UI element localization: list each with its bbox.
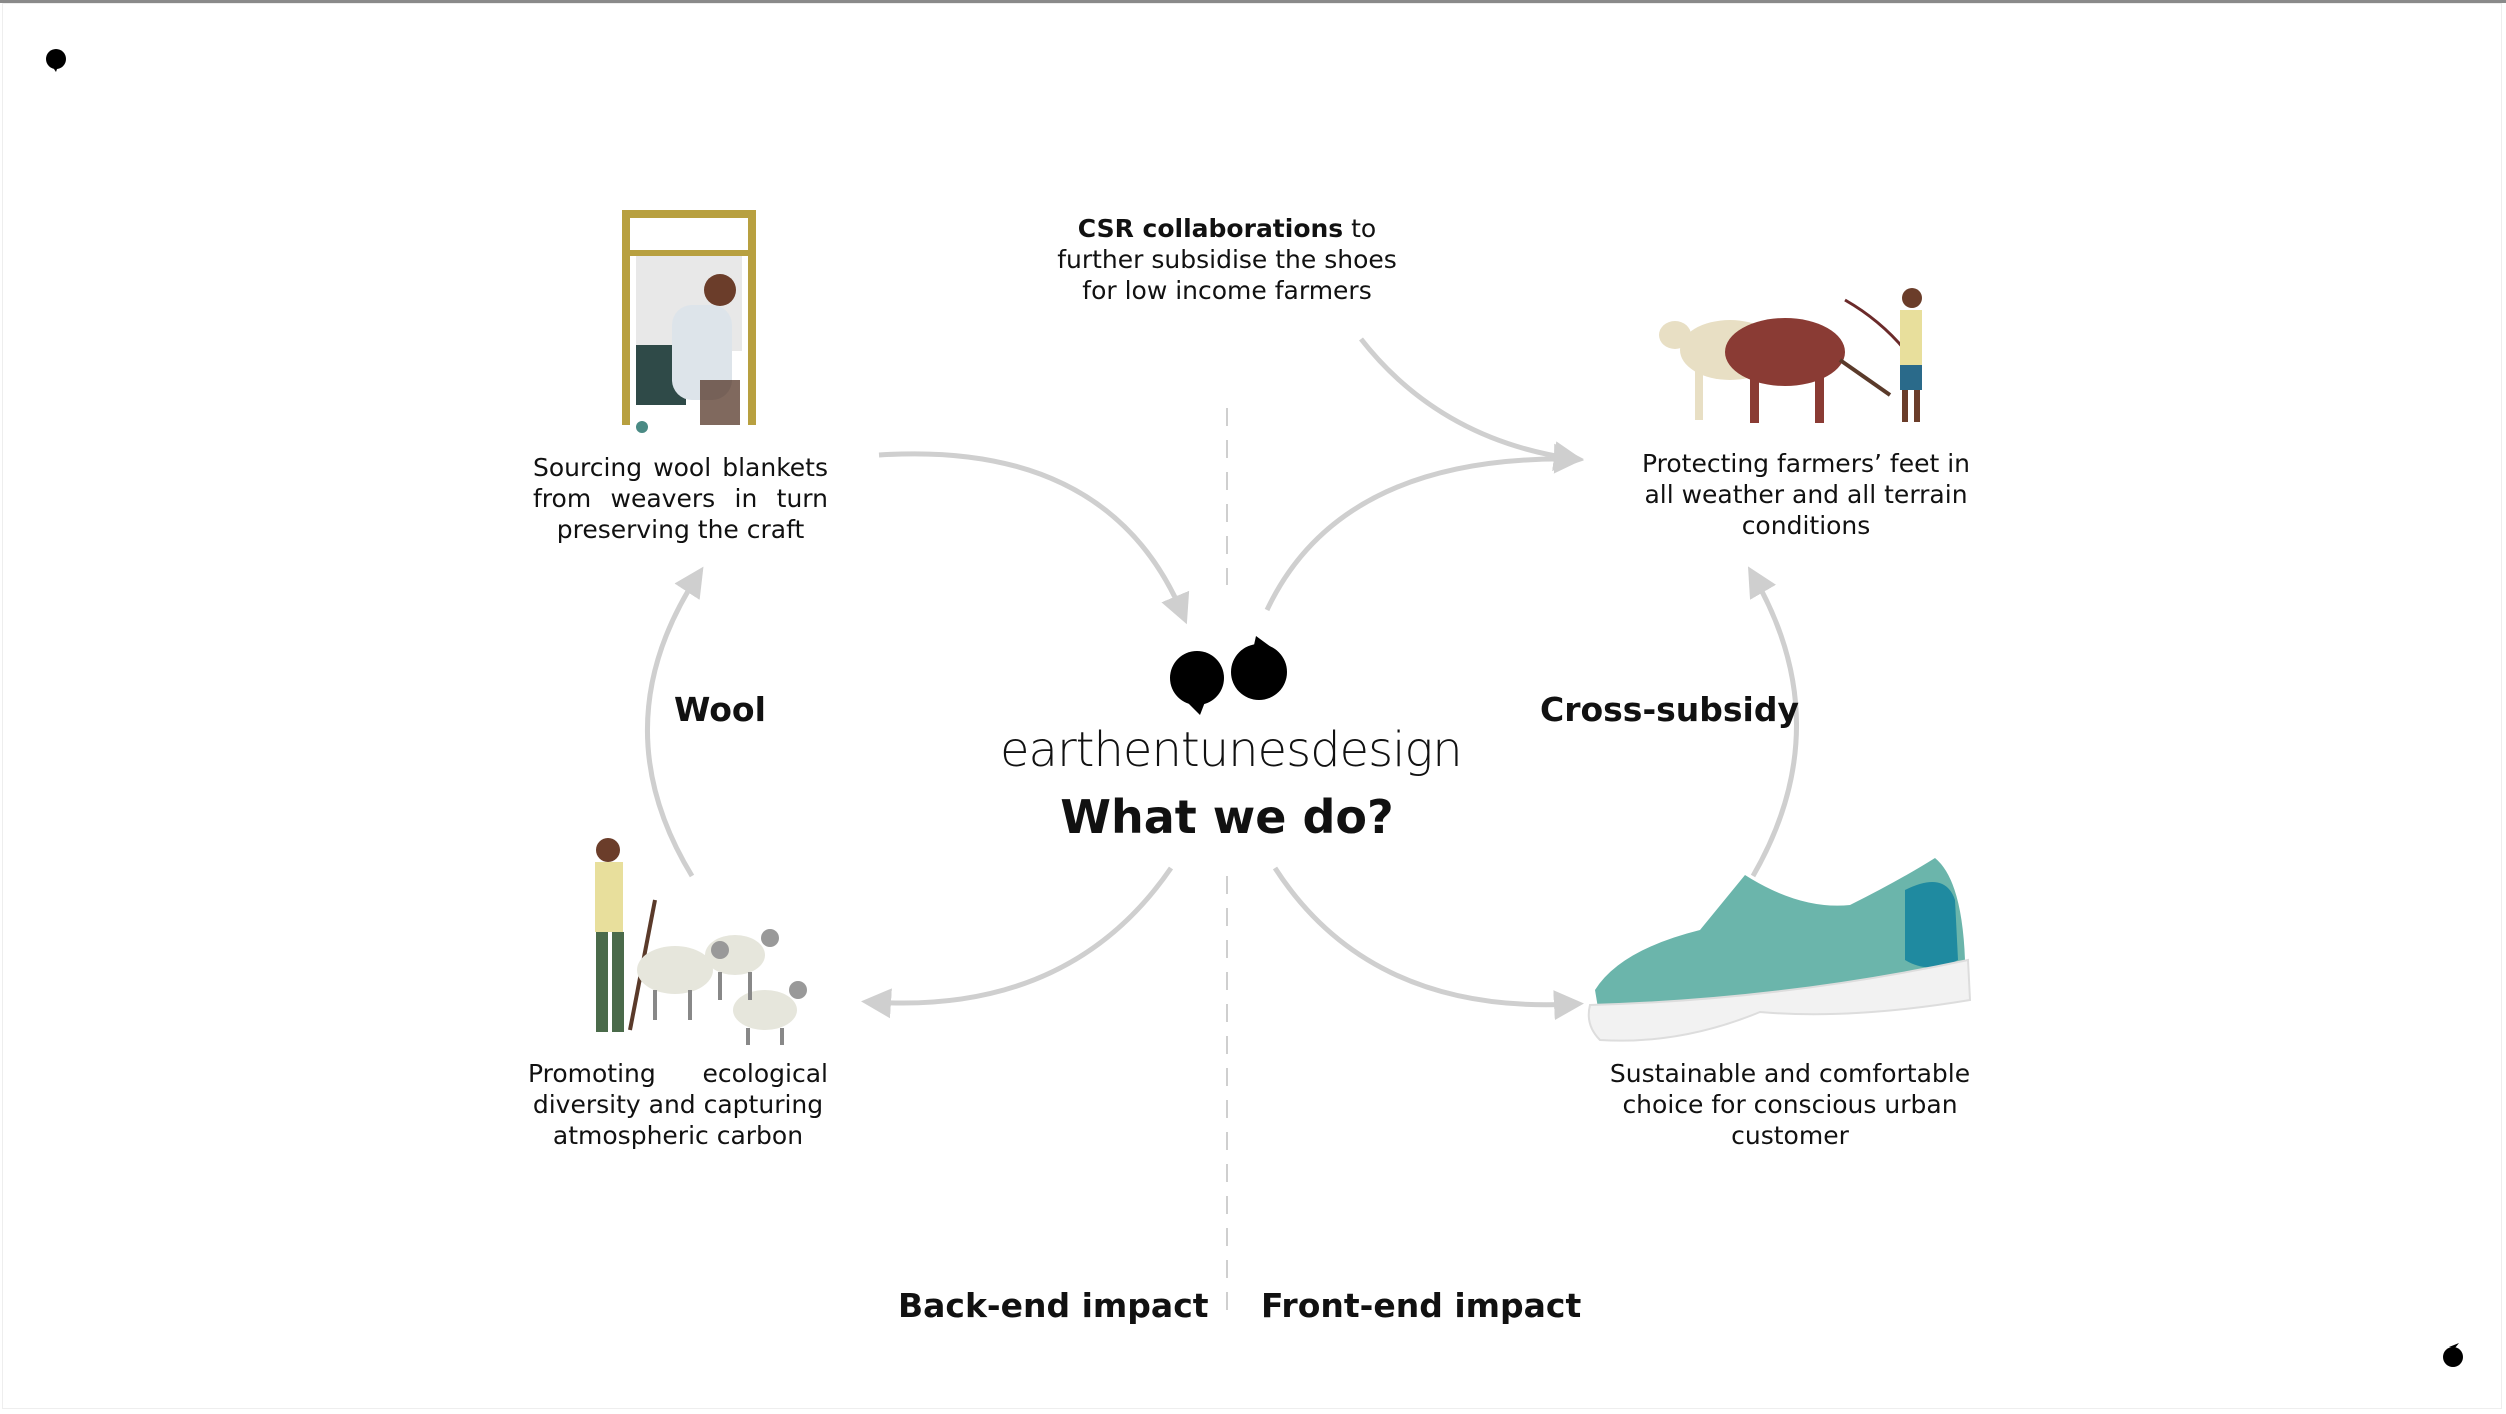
shepherd-sheep-illustration — [595, 838, 807, 1045]
weavers-text: Sourcing wool blankets from weavers in t… — [533, 453, 828, 544]
back-end-impact-label: Back-end impact — [898, 1286, 1209, 1325]
slide-frame — [2, 3, 2502, 1409]
brand-wordmark: earthentunesdesign — [1000, 722, 1463, 778]
arrow-customer-to-farmers — [1747, 566, 1799, 878]
cross-subsidy-label: Cross-subsidy — [1540, 690, 1799, 729]
corner-dot-bottom-right-icon — [2443, 1343, 2463, 1367]
arrow-center-to-farmers — [1264, 443, 1584, 612]
arrow-center-to-customer — [1272, 866, 1584, 1021]
corner-dot-top-left-icon — [46, 49, 66, 72]
wool-label: Wool — [674, 690, 766, 729]
top-border — [0, 0, 2506, 3]
csr-bold: CSR collaborations — [1077, 214, 1344, 243]
weaver-loom-illustration — [622, 210, 756, 433]
arrow-ecology-to-weavers — [644, 566, 704, 878]
ecology-text: Promoting ecological diversity and captu… — [528, 1059, 828, 1150]
ox-farmer-illustration — [1659, 288, 1922, 423]
shoe-illustration — [1587, 858, 1972, 1042]
farmers-text: Protecting farmers’ feet in all weather … — [1642, 449, 1970, 540]
arrow-center-to-ecology — [861, 866, 1174, 1019]
front-end-impact-label: Front-end impact — [1261, 1286, 1582, 1325]
arrow-csr-to-farmers — [1359, 337, 1584, 472]
customer-text: Sustainable and comfortable choice for c… — [1609, 1059, 1971, 1150]
brand-logo-icon — [1170, 636, 1287, 715]
page-title: What we do? — [1060, 790, 1394, 844]
arrow-weavers-to-center — [878, 451, 1190, 625]
csr-text: CSR collaborations to further subsidise … — [1057, 214, 1397, 305]
